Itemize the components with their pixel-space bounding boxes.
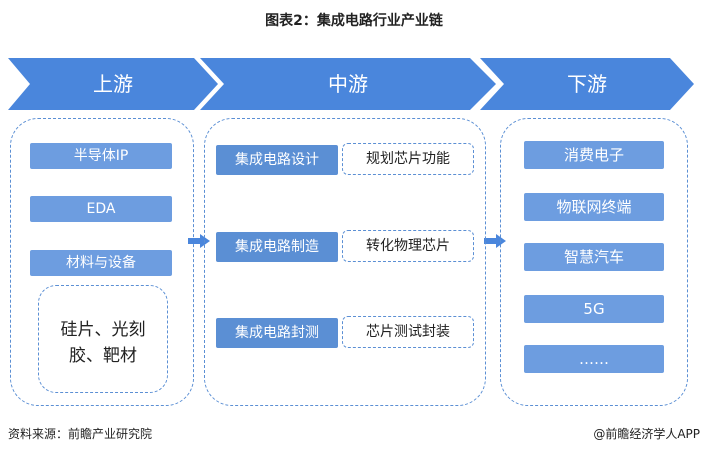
downstream-item: 智慧汽车 bbox=[524, 243, 664, 271]
arrow-right-icon bbox=[484, 234, 506, 248]
midstream-group bbox=[204, 118, 486, 406]
midstream-process: 集成电路制造 bbox=[216, 232, 338, 262]
chevron-arrow-icon bbox=[200, 58, 496, 110]
midstream-function: 转化物理芯片 bbox=[342, 230, 474, 262]
stage-upstream-header: 上游 bbox=[8, 58, 218, 110]
chevron-arrow-icon bbox=[8, 58, 218, 110]
upstream-group bbox=[10, 118, 194, 406]
upstream-item: 半导体IP bbox=[30, 143, 172, 169]
brand-credit: @前瞻经济学人APP bbox=[593, 427, 700, 441]
source-note: 资料来源：前瞻产业研究院 bbox=[8, 427, 153, 441]
stage-downstream-header: 下游 bbox=[480, 58, 694, 110]
upstream-materials-line: 胶、靶材 bbox=[69, 346, 137, 366]
stage-midstream-label: 中游 bbox=[328, 72, 368, 96]
downstream-item: 5G bbox=[524, 295, 664, 323]
chart-title: 图表2：集成电路行业产业链 bbox=[265, 13, 443, 29]
downstream-item: …… bbox=[524, 345, 664, 373]
upstream-item: EDA bbox=[30, 196, 172, 222]
midstream-function: 规划芯片功能 bbox=[342, 143, 474, 175]
midstream-function: 芯片测试封装 bbox=[342, 316, 474, 348]
downstream-group bbox=[500, 118, 688, 406]
upstream-materials-subgroup bbox=[38, 285, 168, 393]
upstream-item: 材料与设备 bbox=[30, 250, 172, 276]
stage-upstream-label: 上游 bbox=[93, 72, 133, 96]
stage-downstream-label: 下游 bbox=[567, 72, 607, 96]
midstream-process: 集成电路设计 bbox=[216, 145, 338, 175]
chevron-arrow-icon bbox=[480, 58, 694, 110]
upstream-materials-line: 硅片、光刻 bbox=[60, 320, 146, 340]
midstream-process: 集成电路封测 bbox=[216, 318, 338, 348]
downstream-item: 消费电子 bbox=[524, 141, 664, 169]
stage-midstream-header: 中游 bbox=[200, 58, 496, 110]
arrow-right-icon bbox=[188, 234, 210, 248]
downstream-item: 物联网终端 bbox=[524, 193, 664, 221]
